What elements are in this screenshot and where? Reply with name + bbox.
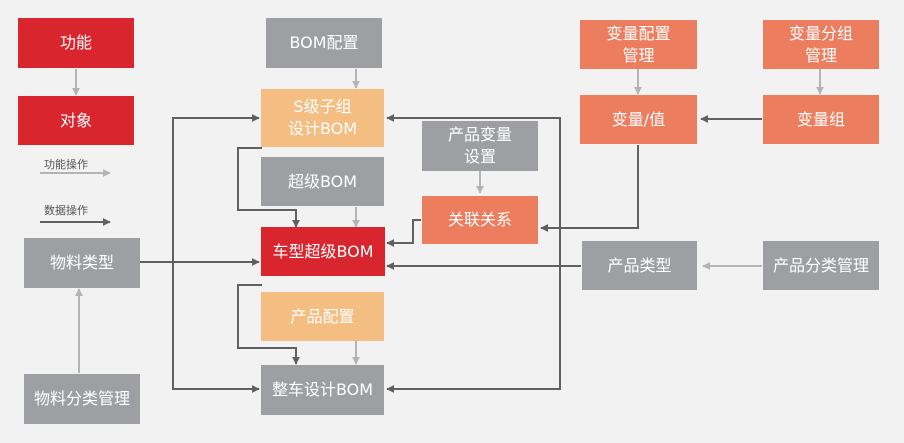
node-vehicle-super-bom: 车型超级BOM: [261, 227, 385, 276]
node-bom-config: BOM配置: [266, 18, 382, 68]
arrow-varvalue-to-association: [540, 145, 639, 232]
node-product-type: 产品类型: [582, 241, 697, 290]
node-variable-config-mgmt: 变量配置 管理: [580, 20, 697, 69]
node-product-category-mgmt: 产品分类管理: [763, 241, 879, 290]
node-vehicle-design-bom: 整车设计BOM: [261, 365, 384, 415]
node-association: 关联关系: [422, 196, 538, 244]
arrow-materialtype-to-slevel: [172, 114, 260, 262]
node-function: 功能: [18, 18, 134, 68]
legend-data-op-label: 数据操作: [44, 204, 88, 217]
arrow-vehiclebom-to-designbom: [237, 284, 300, 365]
node-material-type: 物料类型: [24, 238, 140, 288]
node-variable-value: 变量/值: [580, 95, 697, 144]
arrow-association-to-vehiclebom: [386, 219, 421, 247]
node-s-level-design-bom: S级子组 设计BOM: [261, 89, 384, 147]
node-variable-group: 变量组: [763, 95, 879, 144]
node-product-variable-setting: 产品变量 设置: [422, 121, 538, 171]
arrow-materialtype-to-designbom: [172, 262, 260, 393]
arrow-slevel-to-vehiclebom: [237, 147, 300, 228]
node-variable-group-mgmt: 变量分组 管理: [763, 20, 879, 69]
node-material-category-mgmt: 物料分类管理: [24, 374, 140, 424]
arrow-right-loop-to-slevel: [386, 117, 561, 393]
node-object: 对象: [18, 96, 134, 145]
node-product-config: 产品配置: [261, 292, 384, 341]
legend-function-op-label: 功能操作: [44, 158, 88, 171]
node-super-bom: 超级BOM: [261, 157, 384, 206]
